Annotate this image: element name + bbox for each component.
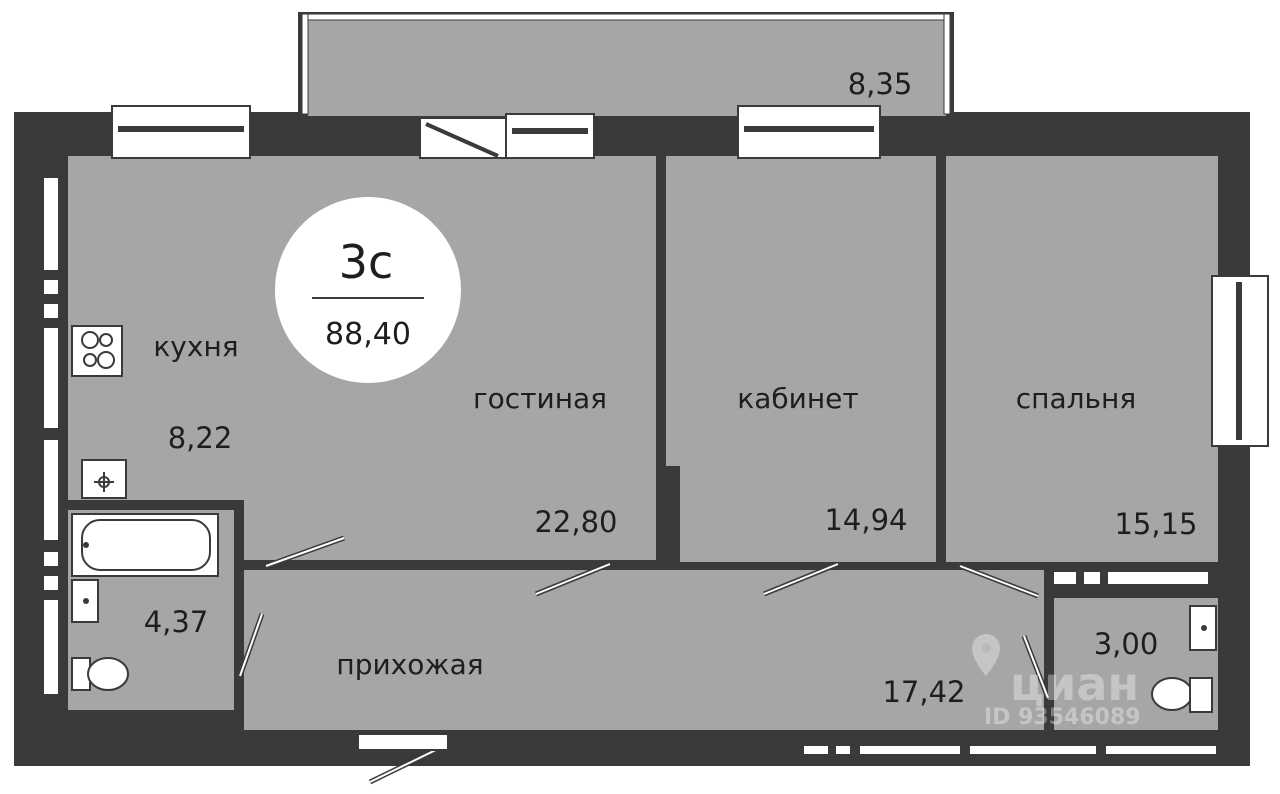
location-pin-icon xyxy=(972,634,1000,676)
kitchen-window xyxy=(111,105,251,159)
apartment-type: 3с xyxy=(339,235,394,289)
room-labels: 8,35 кухня 8,22 гостиная 22,80 кабинет 1… xyxy=(144,67,1198,709)
washbasin-icon xyxy=(71,579,99,623)
bedroom-window xyxy=(1211,275,1269,447)
kitchen-name: кухня xyxy=(153,330,238,363)
hallway-area: 17,42 xyxy=(882,675,965,709)
living-area: 22,80 xyxy=(534,505,617,539)
watermark-id: ID 93546089 xyxy=(984,705,1141,730)
windows xyxy=(111,105,1269,447)
balcony-door xyxy=(419,113,595,159)
study-name: кабинет xyxy=(737,382,858,415)
fixtures xyxy=(71,325,1217,713)
hallway-floor xyxy=(244,570,1044,730)
bathroom-area: 4,37 xyxy=(144,605,209,639)
kitchen-sink-icon xyxy=(81,459,127,499)
study-area: 14,94 xyxy=(824,503,907,537)
apartment-total-area: 88,40 xyxy=(325,317,411,352)
stove-icon xyxy=(71,325,123,377)
toilet-icon xyxy=(71,657,129,691)
study-floor xyxy=(666,156,936,562)
watermark: циан ID 93546089 xyxy=(972,634,1141,730)
balcony xyxy=(298,12,954,122)
balcony-area: 8,35 xyxy=(848,67,913,101)
left-vents xyxy=(44,178,58,694)
bathtub-icon xyxy=(71,513,219,577)
watermark-brand: циан xyxy=(1010,657,1139,711)
room-floors xyxy=(68,156,1218,730)
wc-area: 3,00 xyxy=(1094,627,1159,661)
entrance-door xyxy=(357,733,449,751)
bedroom-floor xyxy=(946,156,1218,562)
living-name: гостиная xyxy=(473,382,607,415)
bedroom-area: 15,15 xyxy=(1114,507,1197,541)
kitchen-area: 8,22 xyxy=(168,421,233,455)
wc-washbasin-icon xyxy=(1189,605,1217,651)
bottom-vents xyxy=(804,572,1216,754)
wc-toilet-icon xyxy=(1151,677,1213,713)
hallway-name: прихожая xyxy=(336,648,483,681)
door-leaf-highlights xyxy=(239,537,1049,783)
bedroom-name: спальня xyxy=(1016,382,1136,415)
apartment-badge: 3с 88,40 xyxy=(275,197,461,383)
study-window xyxy=(737,105,881,159)
